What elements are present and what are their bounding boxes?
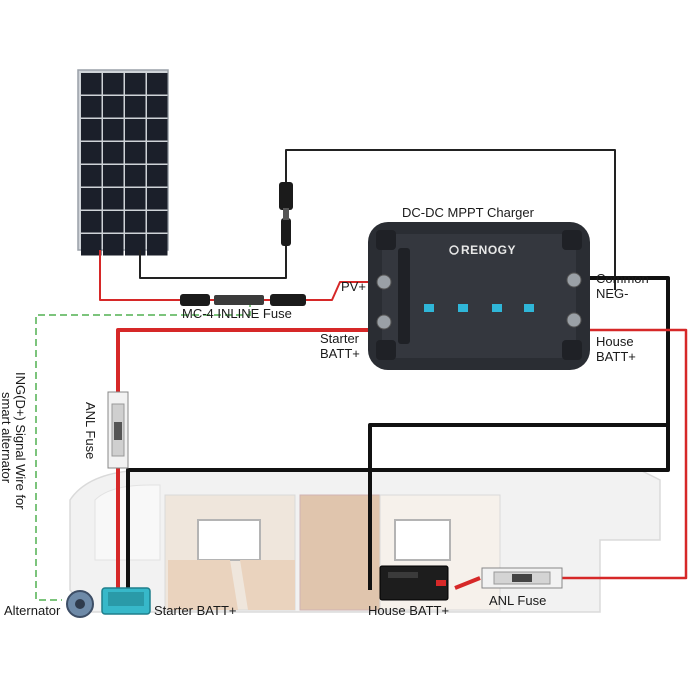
ign-signal-wire: [35, 300, 251, 601]
solar-cell: [147, 119, 168, 141]
solar-cell: [81, 142, 102, 164]
solar-cell: [81, 119, 102, 141]
solar-cell: [125, 211, 146, 233]
solar-cell: [147, 211, 168, 233]
anl-fuse-vertical-label: ANL Fuse: [83, 402, 98, 459]
house-battery: [379, 565, 449, 601]
solar-cell: [103, 165, 124, 187]
mc4-fuse-label: MC-4 INLINE Fuse: [182, 306, 292, 321]
mc4-connector-top: [279, 182, 293, 246]
starter-positive-wire: [116, 328, 382, 590]
solar-cell: [125, 73, 146, 95]
solar-cell: [125, 96, 146, 118]
anl-fuse-horizontal: [481, 567, 563, 589]
solar-panel: [77, 69, 169, 256]
charger-indicators: [424, 304, 534, 312]
ign-signal-label: ING(D+) Signal Wire for: [13, 372, 28, 510]
indicator-icon: [458, 304, 468, 312]
house-neg-wire: [368, 423, 668, 590]
starter-battery: [101, 587, 151, 615]
brand-logo-icon: [449, 245, 459, 255]
solar-cell: [103, 234, 124, 256]
house-batt-bottom-label: House BATT+: [368, 603, 449, 618]
positive-wires: [99, 250, 688, 590]
charger-brand: RENOGY: [461, 243, 516, 257]
rv-illustration: [69, 469, 661, 613]
solar-cell: [125, 165, 146, 187]
house-positive-wire: [560, 328, 688, 580]
alternator: [66, 590, 94, 618]
ign-signal-label: smart alternator: [0, 392, 14, 484]
solar-cell: [103, 119, 124, 141]
anl-fuse-bottom-label: ANL Fuse: [489, 593, 546, 608]
negative-wires: [126, 149, 670, 590]
common-neg-terminal: [566, 272, 582, 288]
solar-cell: [103, 188, 124, 210]
solar-cell: [125, 142, 146, 164]
solar-cell: [103, 96, 124, 118]
solar-cell: [125, 188, 146, 210]
charger-terminals: [376, 272, 582, 330]
house-fuse-link-wire: [454, 576, 481, 590]
mc4-inline-fuse: [180, 294, 306, 306]
solar-cell: [103, 211, 124, 233]
solar-cell: [147, 188, 168, 210]
pv-plus-terminal: [376, 274, 392, 290]
solar-cell: [125, 119, 146, 141]
starter-batt-bottom-label: Starter BATT+: [154, 603, 236, 618]
solar-cell: [103, 142, 124, 164]
solar-cell: [125, 234, 146, 256]
anl-fuse-vertical: [107, 391, 129, 469]
indicator-icon: [524, 304, 534, 312]
house-batt-terminal: [566, 312, 582, 328]
charger-title: DC-DC MPPT Charger: [402, 205, 535, 220]
solar-cell: [81, 188, 102, 210]
solar-cell: [81, 234, 102, 256]
common-neg-label: Common: [596, 271, 649, 286]
solar-cell: [147, 234, 168, 256]
indicator-icon: [492, 304, 502, 312]
starter-batt-terminal: [376, 314, 392, 330]
starter-batt-label: Starter: [320, 331, 360, 346]
solar-cell: [147, 96, 168, 118]
solar-cell: [81, 96, 102, 118]
solar-cell: [81, 73, 102, 95]
common-neg-label: NEG-: [596, 286, 629, 301]
indicator-icon: [424, 304, 434, 312]
solar-cell: [147, 73, 168, 95]
alternator-label: Alternator: [4, 603, 61, 618]
pv-positive-wire: [99, 250, 382, 301]
dc-dc-mppt-charger: RENOGY: [368, 222, 590, 370]
pv-negative-loop-wire: [285, 149, 616, 290]
solar-cell: [147, 165, 168, 187]
solar-cell: [147, 142, 168, 164]
house-batt-label: BATT+: [596, 349, 636, 364]
starter-batt-label: BATT+: [320, 346, 360, 361]
solar-cell: [103, 73, 124, 95]
common-neg-wire: [126, 276, 670, 590]
pv-plus-label: PV+: [341, 279, 366, 294]
solar-cell: [81, 211, 102, 233]
house-batt-label: House: [596, 334, 634, 349]
pv-negative-wire: [139, 245, 287, 279]
solar-cell: [81, 165, 102, 187]
